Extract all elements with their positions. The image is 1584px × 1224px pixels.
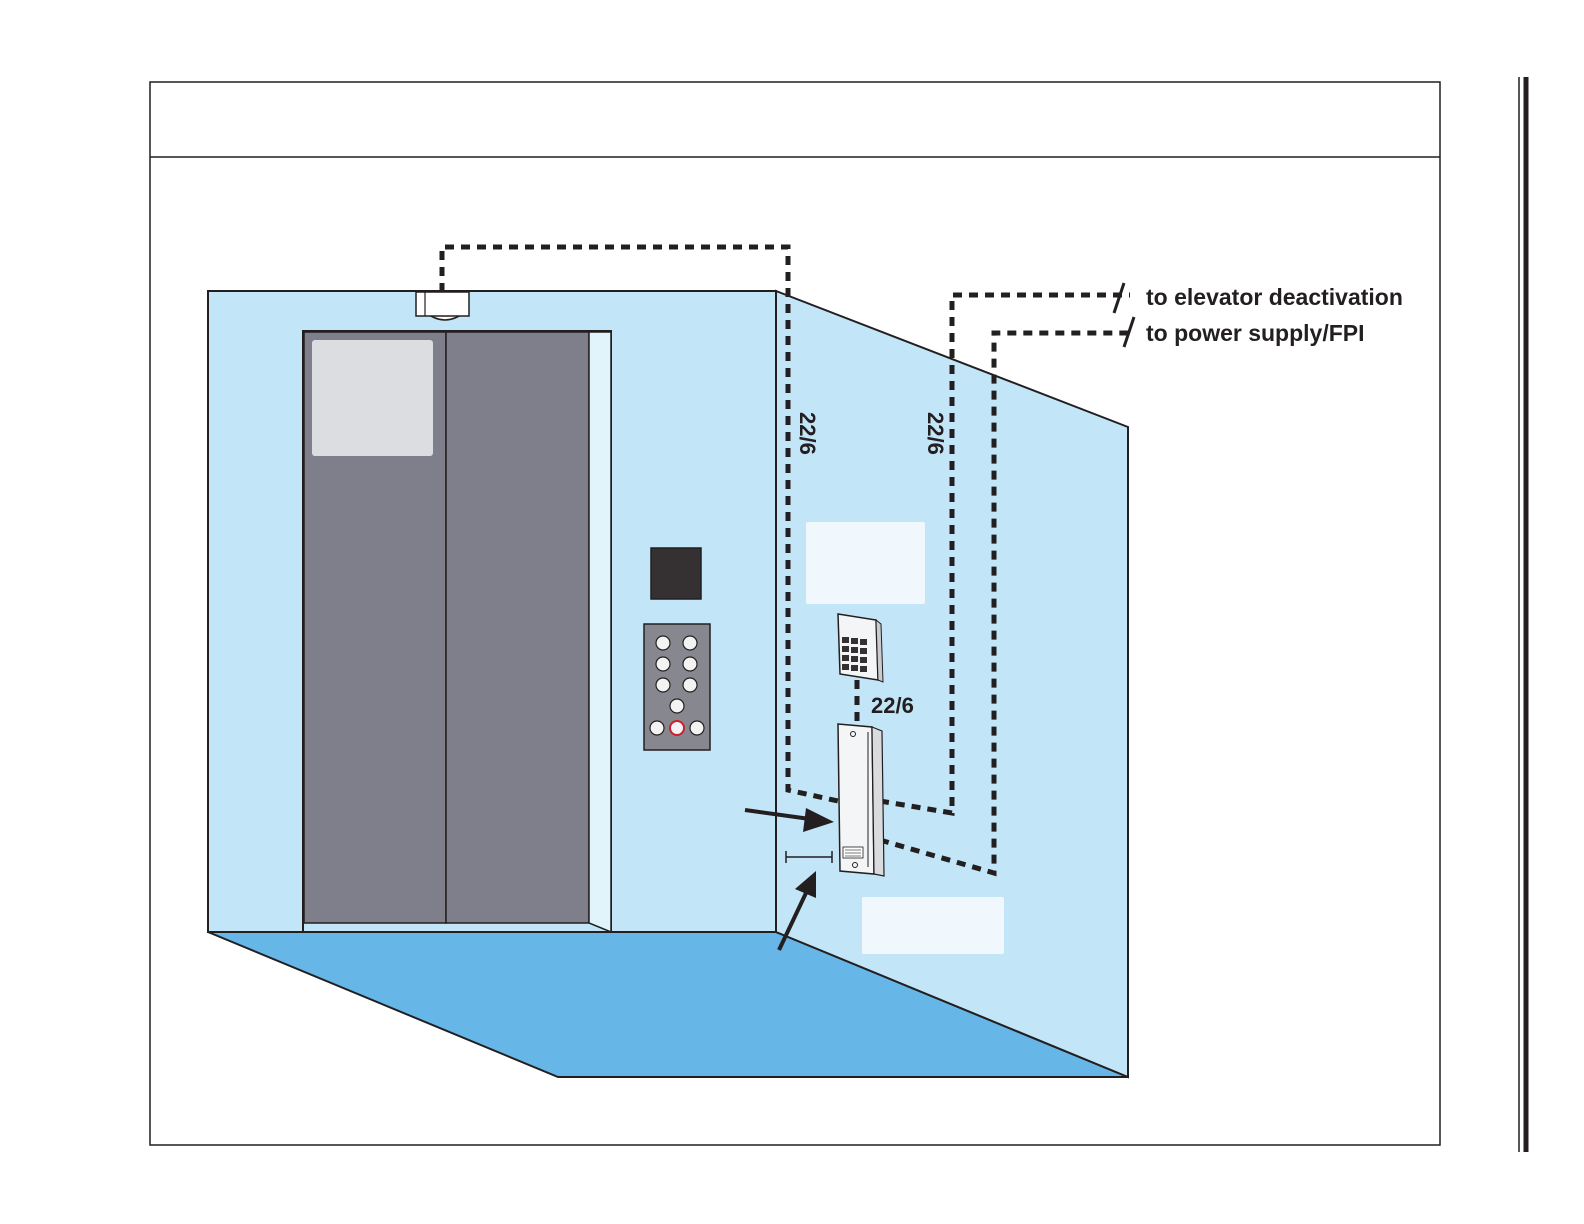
- door-jamb: [589, 332, 611, 932]
- panel-alarm-button: [670, 721, 684, 735]
- wire-gauge-label-keypad: 22/6: [871, 693, 914, 718]
- callout-placeholder-lower: [862, 897, 1004, 954]
- route-label-power-supply: to power supply/FPI: [1146, 320, 1365, 346]
- wire-gauge-label-left: 22/6: [795, 412, 820, 455]
- floor-display: [651, 548, 701, 599]
- route-label-elevator-deactivation: to elevator deactivation: [1146, 284, 1403, 310]
- panel-button: [650, 721, 664, 735]
- ceiling-sensor-icon: [416, 292, 469, 320]
- keypad-icon: [838, 614, 883, 682]
- panel-button: [670, 699, 684, 713]
- panel-button: [656, 657, 670, 671]
- panel-button: [656, 636, 670, 650]
- panel-button: [683, 657, 697, 671]
- door-window: [312, 340, 433, 456]
- panel-button: [683, 678, 697, 692]
- callout-placeholder-upper: [806, 522, 925, 604]
- controller-unit-icon: [838, 724, 884, 876]
- panel-button: [656, 678, 670, 692]
- wire-gauge-label-right: 22/6: [923, 412, 948, 455]
- panel-button: [690, 721, 704, 735]
- elevator-door-right: [446, 332, 589, 923]
- elevator-button-panel: [644, 624, 710, 750]
- panel-button: [683, 636, 697, 650]
